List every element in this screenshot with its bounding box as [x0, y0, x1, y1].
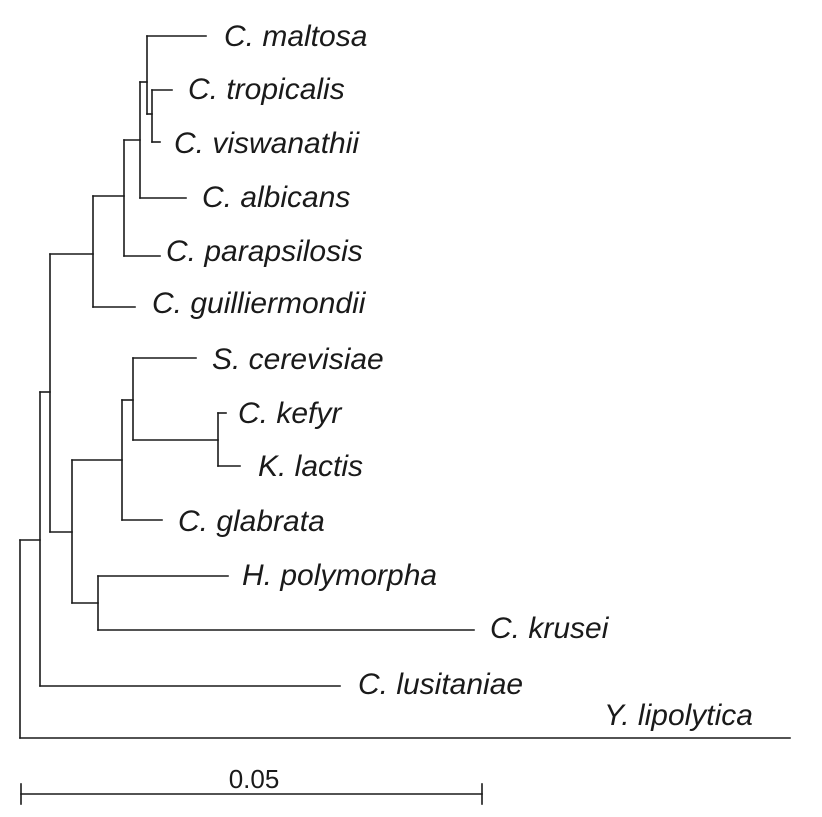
taxon-labels: C. maltosa C. tropicalis C. viswanathii … [152, 20, 753, 732]
taxon-label-c-tropicalis: C. tropicalis [188, 73, 345, 106]
taxon-label-c-albicans: C. albicans [202, 181, 350, 214]
taxon-label-c-parapsilosis: C. parapsilosis [166, 235, 363, 268]
taxon-label-s-cerevisiae: S. cerevisiae [212, 343, 384, 376]
tree-branches [19, 35, 791, 739]
taxon-label-c-lusitaniae: C. lusitaniae [358, 668, 523, 701]
taxon-label-c-guilliermondii: C. guilliermondii [152, 287, 367, 320]
taxon-label-c-glabrata: C. glabrata [178, 505, 325, 538]
taxon-label-h-polymorpha: H. polymorpha [242, 559, 437, 592]
taxon-label-c-krusei: C. krusei [490, 612, 610, 645]
taxon-label-y-lipolytica: Y. lipolytica [604, 699, 753, 732]
taxon-label-c-kefyr: C. kefyr [238, 397, 342, 430]
taxon-label-c-maltosa: C. maltosa [224, 20, 367, 53]
scale-bar: 0.05 [20, 764, 483, 805]
taxon-label-c-viswanathii: C. viswanathii [174, 127, 360, 160]
scale-bar-label: 0.05 [229, 764, 280, 794]
taxon-label-k-lactis: K. lactis [258, 450, 363, 483]
